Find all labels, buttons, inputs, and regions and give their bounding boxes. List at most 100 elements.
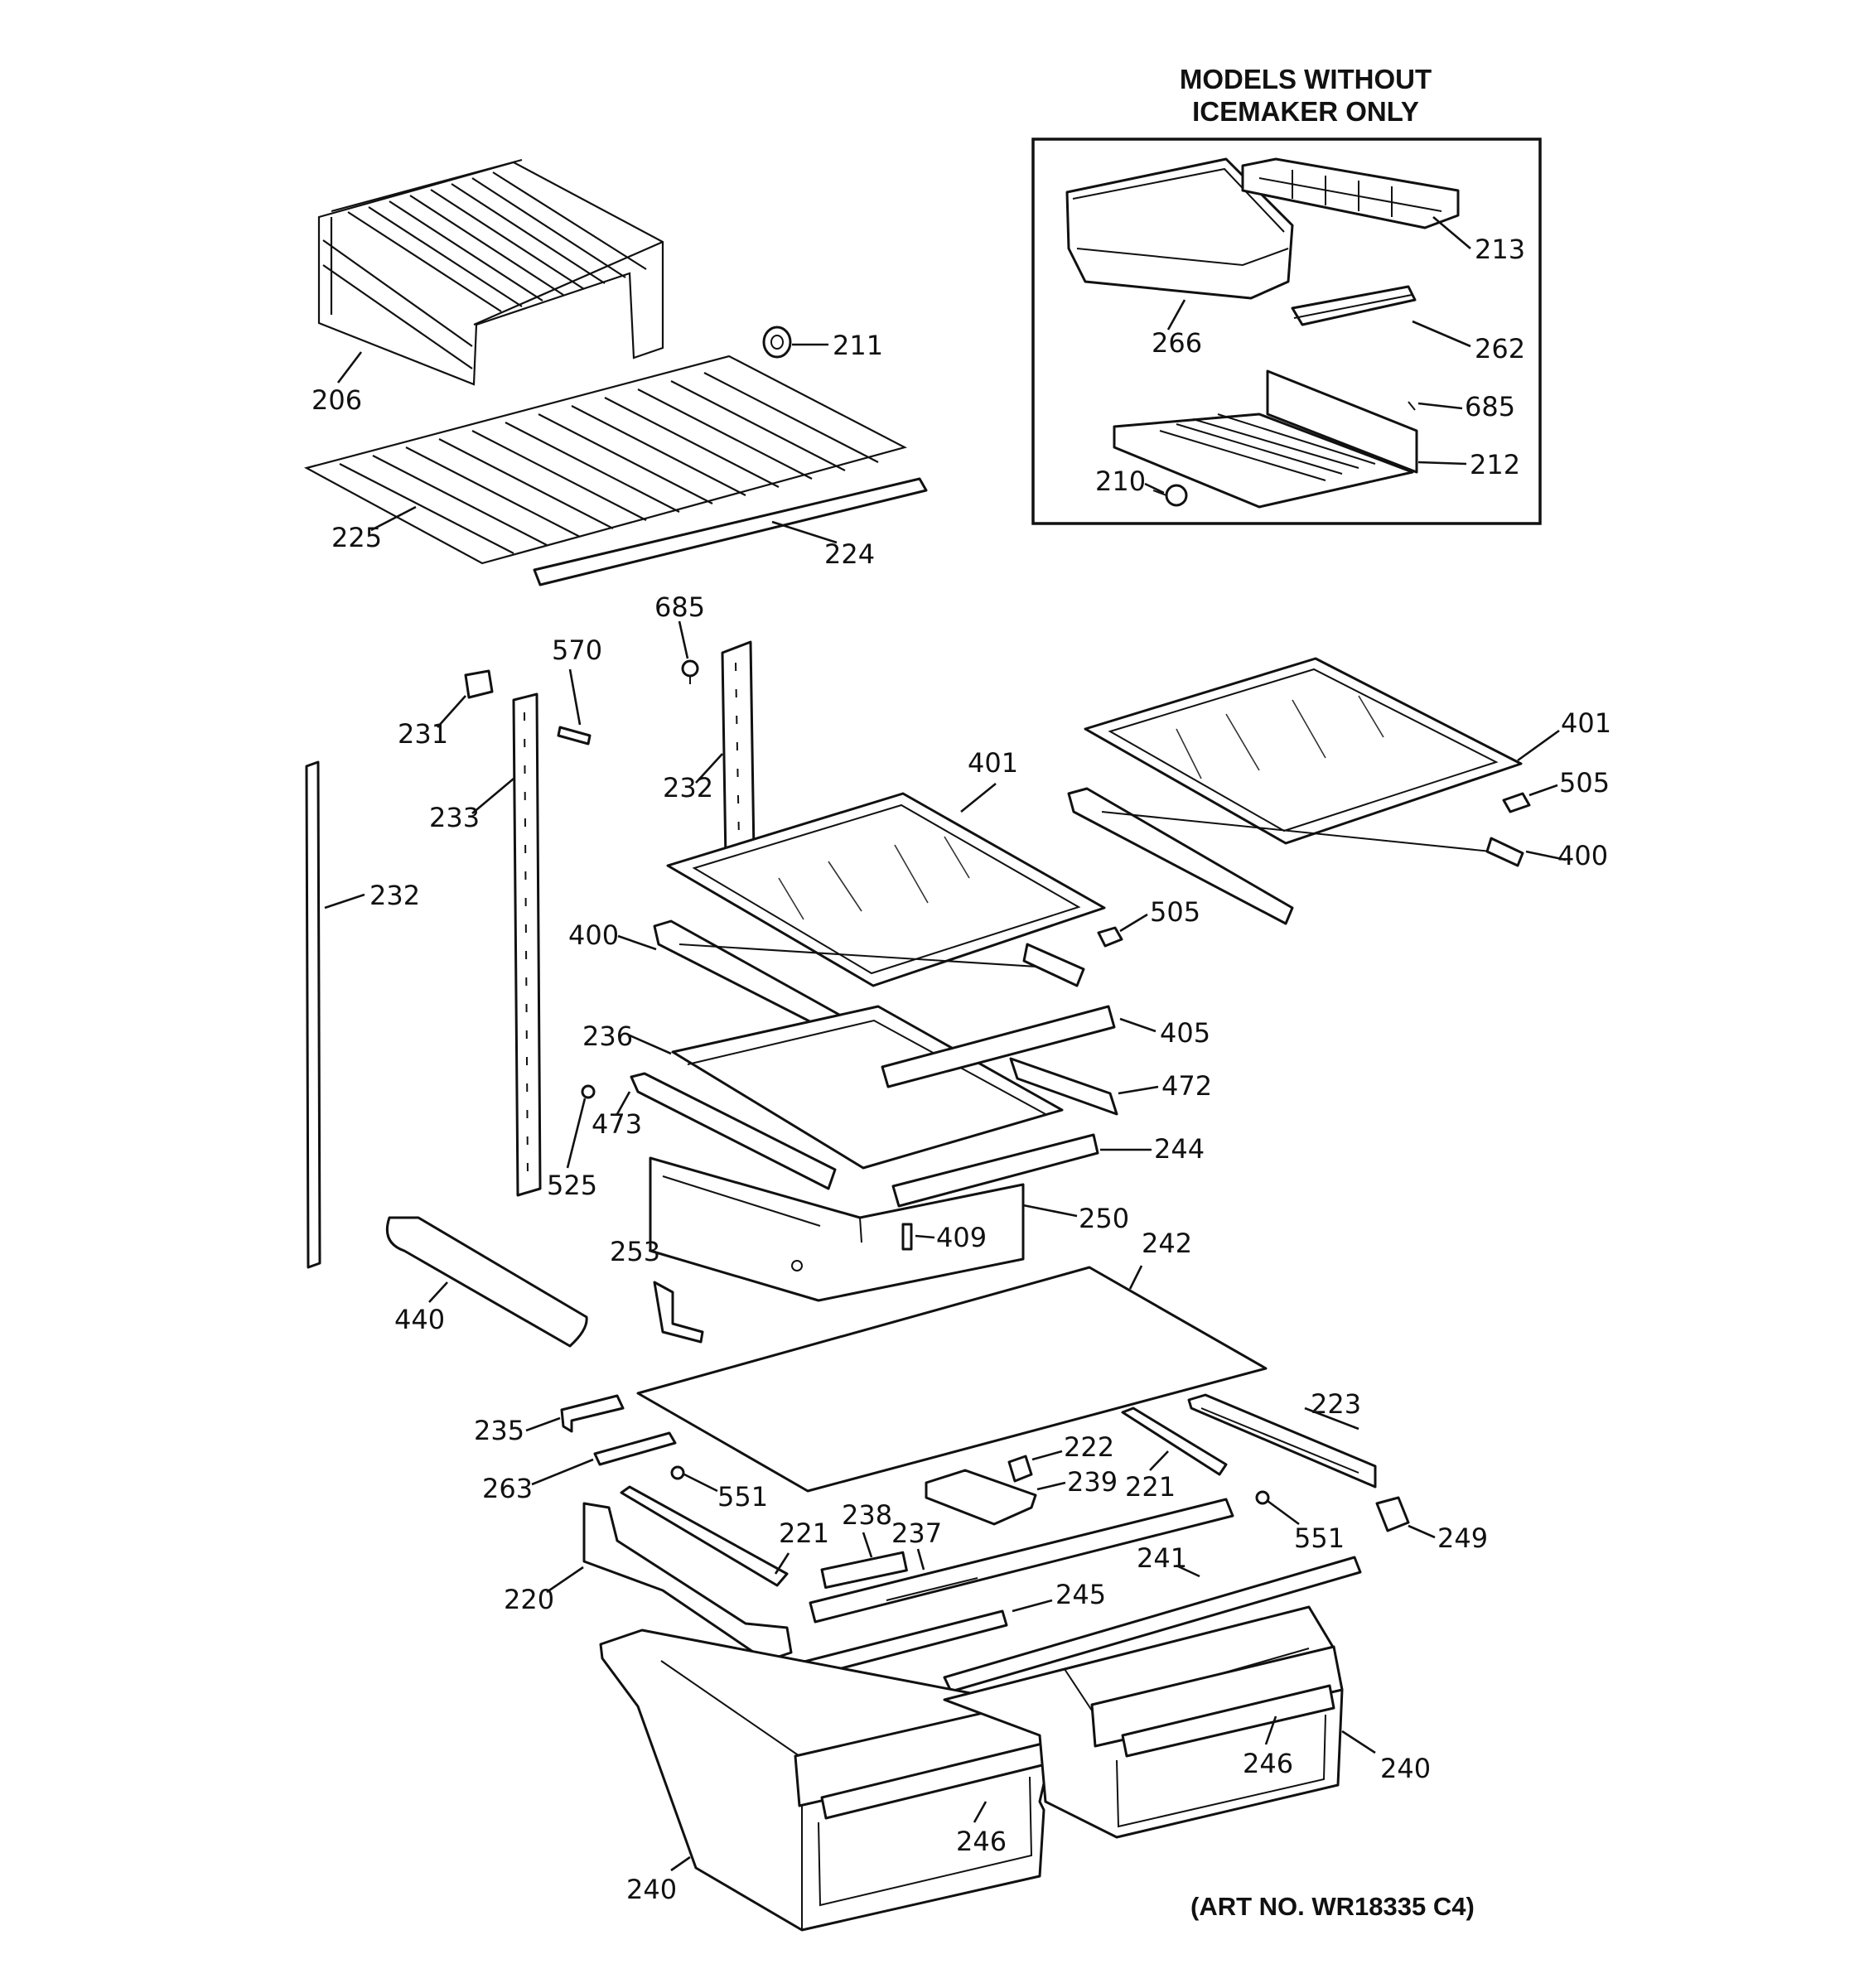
callout-235: 235	[474, 1415, 524, 1446]
callout-685-inset: 685	[1465, 391, 1515, 422]
callout-253: 253	[610, 1236, 660, 1267]
callout-685: 685	[654, 591, 705, 623]
callout-241: 241	[1137, 1542, 1187, 1574]
leader-239	[1036, 1481, 1066, 1491]
part-221-rail-left	[620, 1485, 789, 1587]
leader-246-left	[973, 1801, 988, 1823]
part-401-glass-shelf-right	[1084, 657, 1523, 845]
callout-246-left: 246	[956, 1826, 1007, 1857]
leader-405	[1119, 1017, 1157, 1033]
leader-246-right	[1264, 1715, 1277, 1745]
part-253-hinge	[653, 1281, 704, 1344]
part-685-screw	[681, 659, 699, 684]
callout-551-right: 551	[1294, 1522, 1345, 1554]
leader-212	[1417, 461, 1467, 466]
part-236-pan-cover	[671, 1005, 1064, 1170]
part-206-wire-shelf	[317, 158, 664, 386]
callout-232-long: 232	[369, 880, 420, 911]
callout-246-right: 246	[1243, 1748, 1293, 1779]
part-239-bracket	[925, 1469, 1037, 1526]
callout-211: 211	[833, 330, 883, 361]
leader-409	[915, 1234, 935, 1239]
callout-222: 222	[1064, 1431, 1114, 1463]
leader-213	[1432, 216, 1471, 249]
leader-440	[428, 1281, 448, 1303]
part-551-screw-left	[670, 1465, 685, 1480]
callout-220: 220	[504, 1584, 554, 1615]
leader-266	[1166, 299, 1186, 331]
part-244-rail	[891, 1133, 1099, 1208]
leader-237	[916, 1548, 925, 1571]
leader-263	[531, 1458, 594, 1486]
callout-250: 250	[1079, 1203, 1129, 1234]
leader-206	[336, 351, 363, 384]
leader-233	[471, 778, 514, 814]
callout-236: 236	[582, 1021, 633, 1052]
part-440-cover	[385, 1216, 588, 1348]
leader-232-long	[324, 893, 365, 910]
callout-238: 238	[842, 1499, 892, 1531]
callout-225: 225	[331, 522, 382, 553]
callout-525: 525	[547, 1170, 597, 1201]
inset-title-line1: MODELS WITHOUT	[1180, 64, 1432, 94]
leader-473	[616, 1091, 631, 1115]
callout-570: 570	[552, 635, 602, 666]
part-238-label	[820, 1551, 908, 1590]
part-212-bracket	[1113, 369, 1418, 509]
part-210-knob	[1152, 484, 1188, 507]
callout-505-left: 505	[1150, 896, 1200, 928]
callout-472: 472	[1161, 1070, 1212, 1102]
callout-400-right: 400	[1557, 840, 1608, 871]
leader-242	[1128, 1265, 1143, 1290]
leader-241	[1176, 1564, 1200, 1578]
callout-262: 262	[1475, 333, 1525, 364]
part-405-rail	[881, 1005, 1116, 1088]
callout-249: 249	[1437, 1522, 1488, 1554]
leader-505-left	[1119, 913, 1148, 933]
part-505-clip-right	[1502, 792, 1531, 813]
callout-505-right: 505	[1559, 767, 1610, 799]
leader-235	[525, 1416, 561, 1432]
part-232-upright-rail	[721, 640, 756, 863]
callout-244: 244	[1154, 1133, 1205, 1165]
callout-239: 239	[1067, 1466, 1118, 1498]
leader-525	[566, 1098, 587, 1169]
callout-473: 473	[592, 1108, 642, 1140]
leader-225	[370, 505, 417, 532]
part-262-rail	[1291, 285, 1417, 326]
leader-240-right	[1341, 1730, 1376, 1754]
callout-233: 233	[429, 802, 480, 833]
part-242-glass-cover	[636, 1266, 1268, 1493]
leader-551-right	[1267, 1499, 1300, 1526]
leader-224	[771, 520, 838, 544]
part-551-screw-right	[1255, 1490, 1270, 1505]
leader-400-left	[617, 934, 657, 951]
callout-232-upright: 232	[663, 772, 713, 803]
leader-223	[1304, 1407, 1359, 1431]
callout-401-left: 401	[968, 747, 1018, 779]
callout-206: 206	[311, 384, 362, 416]
leader-210	[1144, 482, 1165, 495]
inset-panel: MODELS WITHOUT ICEMAKER ONLY	[1031, 64, 1542, 525]
part-240-crisper-drawer-left	[599, 1629, 1055, 1932]
part-221-rail-right	[1121, 1407, 1228, 1476]
callout-212: 212	[1470, 449, 1520, 480]
part-237-rail	[809, 1498, 1234, 1624]
leader-245	[1012, 1599, 1053, 1613]
leader-222	[1031, 1450, 1063, 1461]
leader-221-left	[774, 1552, 790, 1575]
callout-400-left: 400	[568, 919, 619, 951]
part-224-shelf-trim	[533, 477, 928, 586]
part-250-snack-pan	[649, 1156, 1025, 1302]
part-225-wire-shelf	[304, 355, 907, 565]
inset-frame	[1031, 138, 1542, 525]
leader-240-left	[670, 1855, 691, 1872]
part-222-roller	[1007, 1455, 1033, 1483]
callout-231: 231	[398, 718, 448, 750]
callout-440: 440	[394, 1304, 445, 1335]
leader-231	[437, 695, 466, 728]
part-472-slide	[1009, 1057, 1118, 1116]
callout-245: 245	[1055, 1579, 1106, 1610]
